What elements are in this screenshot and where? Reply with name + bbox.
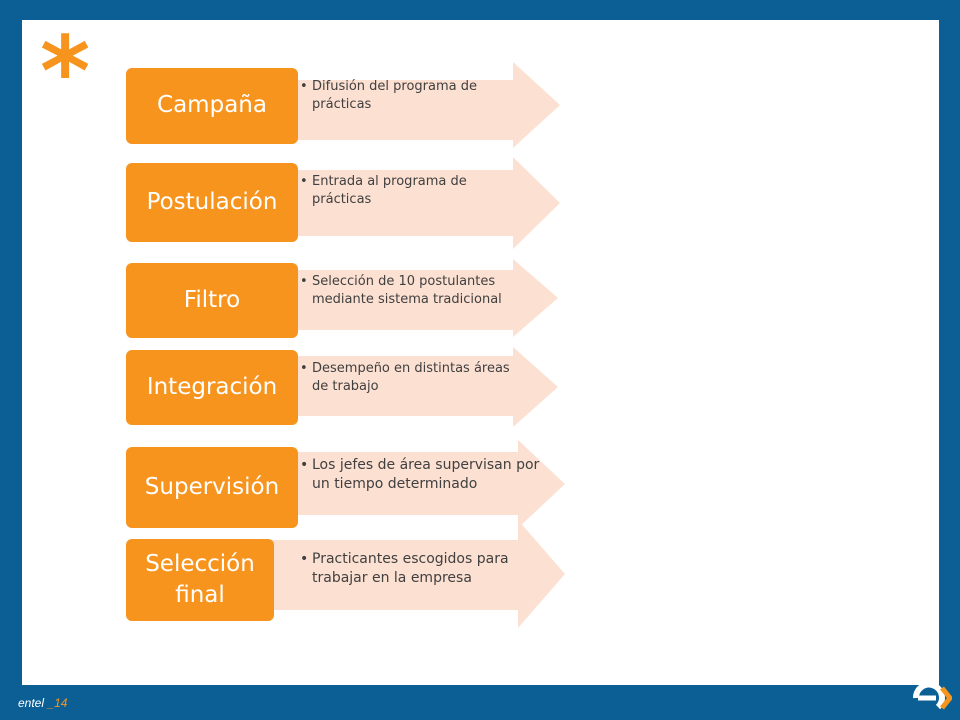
- bullet-text: Los jefes de área supervisan por un tiem…: [312, 457, 540, 492]
- bullet-text: Selección de 10 postulantes mediante sis…: [312, 274, 502, 307]
- step-bullet-supervision: Los jefes de área supervisan por un tiem…: [300, 456, 542, 494]
- step-title-integracion: Integración: [126, 350, 298, 425]
- step-bullet-filtro: Selección de 10 postulantes mediante sis…: [300, 273, 534, 308]
- step-title-seleccion-final: Selección final: [126, 539, 274, 621]
- step-title-text: Campaña: [157, 92, 267, 119]
- step-bullet-integracion: Desempeño en distintas áreas de trabajo: [300, 360, 527, 395]
- step-title-postulacion: Postulación: [126, 163, 298, 242]
- step-title-text: Integración: [146, 373, 278, 400]
- footer-page-number: 14: [54, 696, 68, 710]
- step-title-supervision: Supervisión: [126, 447, 298, 528]
- step-title-filtro: Filtro: [126, 263, 298, 338]
- bullet-text: Practicantes escogidos para trabajar en …: [312, 551, 509, 586]
- step-bullet-seleccion-final: Practicantes escogidos para trabajar en …: [300, 550, 542, 588]
- footer-separator: _: [47, 696, 55, 710]
- step-bullet-postulacion: Entrada al programa de prácticas: [300, 173, 527, 208]
- bullet-text: Entrada al programa de prácticas: [312, 174, 467, 207]
- asterisk-decoration: *: [40, 16, 91, 128]
- step-title-text: Postulación: [146, 188, 278, 215]
- step-title-text: Filtro: [183, 286, 241, 313]
- step-bullet-campana: Difusión del programa de prácticas: [300, 78, 527, 113]
- entel-logo-icon: [912, 681, 952, 710]
- step-title-campana: Campaña: [126, 68, 298, 144]
- step-title-text: Selección final: [145, 550, 255, 608]
- footer-brand: entel: [18, 696, 45, 710]
- step-title-text: Supervisión: [144, 473, 280, 500]
- footer-page-label: entel _14: [18, 696, 67, 710]
- bullet-text: Difusión del programa de prácticas: [312, 79, 477, 112]
- bullet-text: Desempeño en distintas áreas de trabajo: [312, 361, 510, 394]
